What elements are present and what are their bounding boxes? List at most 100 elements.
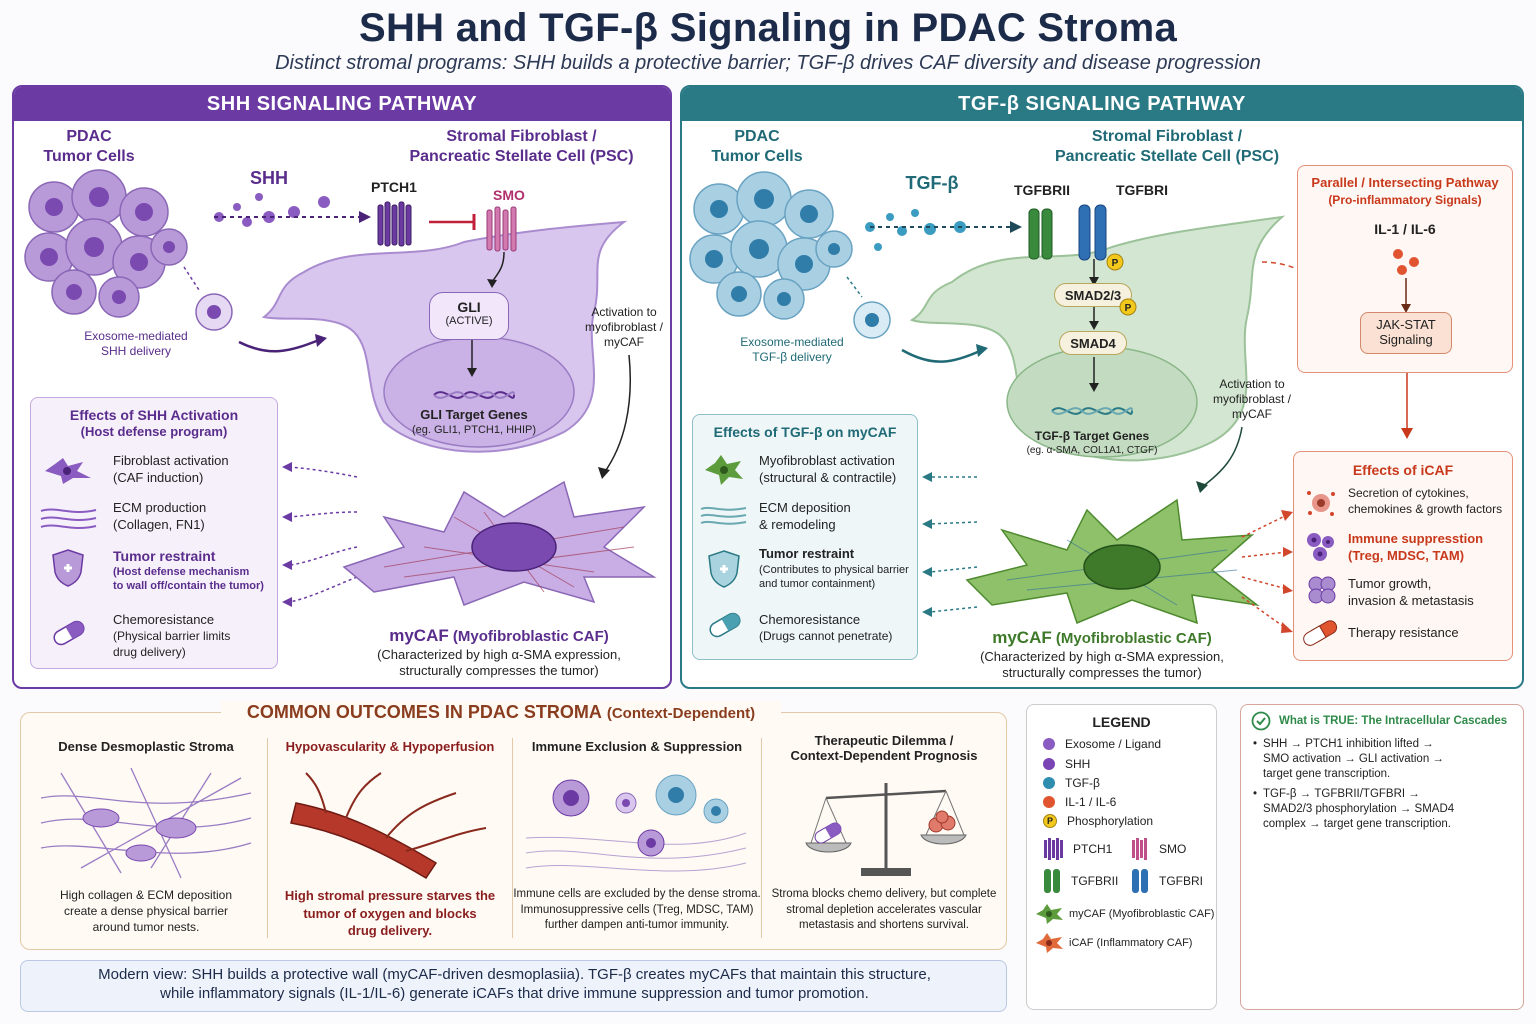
gli-target-genes: GLI Target Genes — [420, 407, 528, 422]
desmoplastic-stroma-illustration — [40, 767, 252, 879]
outcomes-heading-note: (Context-Dependent) — [606, 705, 756, 722]
tgf-mycaf-full: (Myofibroblastic CAF) — [1055, 630, 1212, 647]
shh-panel-heading: SHH SIGNALING PATHWAY — [14, 87, 670, 121]
legend-item-tgf: TGF-β — [1043, 774, 1100, 792]
pill-capsule-icon-tgf — [709, 612, 741, 638]
shh-effects-subtitle: (Host defense program) — [80, 424, 228, 439]
icaf-effect-3: Tumor growth, invasion & metastasis — [1348, 576, 1474, 608]
tgfbri-label: TGFBRI — [1115, 182, 1169, 198]
tgf-dna-icon — [1051, 407, 1133, 415]
truth-bullet-2-text: TGF-β → TGFBRII/TGFBRI → SMAD2/3 phospho… — [1263, 788, 1455, 830]
outcomes-heading-wrap: COMMON OUTCOMES IN PDAC STROMA (Context-… — [221, 701, 781, 724]
balance-scale-illustration — [805, 783, 967, 876]
smad23-node: SMAD2/3 — [1054, 283, 1132, 307]
phospho-dot-icon: P — [1043, 814, 1057, 828]
legend-icaf-label: iCAF (Inflammatory CAF) — [1069, 937, 1193, 949]
icaf-effects-title: Effects of iCAF — [1352, 462, 1454, 478]
tgf-activation-label: Activation to myofibroblast / myCAF — [1212, 377, 1292, 421]
blood-vessel-illustration — [290, 772, 487, 880]
truth-box: What is TRUE: The Intracellular Cascades… — [1240, 704, 1524, 1010]
outcome-1-text: High collagen & ECM deposition create a … — [59, 888, 233, 935]
bullet-2-icon: • — [1253, 788, 1258, 800]
shh-mycaf-cell — [342, 480, 657, 606]
il-ligand-icon — [1393, 249, 1419, 313]
tgf-effect-2-head: ECM deposition — [759, 500, 851, 515]
outcome-2-title: Hypovascularity & Hypoperfusion — [285, 739, 495, 754]
parallel-pathway-box: Parallel / Intersecting Pathway (Pro-inf… — [1297, 165, 1513, 373]
page-subtitle: Distinct stromal programs: SHH builds a … — [275, 52, 1261, 74]
legend-item-phospho: P Phosphorylation — [1043, 812, 1153, 830]
legend-item-shh: SHH — [1043, 755, 1090, 773]
legend-box: LEGEND Exosome / Ligand SHH TGF-β IL-1 /… — [1026, 704, 1217, 1010]
tgf-panel-heading: TGF-β SIGNALING PATHWAY — [682, 87, 1522, 121]
shh-effect-3-head: Tumor restraint — [113, 548, 216, 564]
summary-box: Modern view: SHH builds a protective wal… — [20, 960, 1007, 1012]
shh-exosome-label: Exosome-mediated SHH delivery — [84, 329, 188, 358]
therapy-pill-icon — [1303, 620, 1338, 646]
shh-effect-1-sub: (CAF induction) — [113, 470, 204, 485]
tgfbrii-legend-icon — [1044, 869, 1060, 893]
truth-bullet-2: • TGF-β → TGFBRII/TGFBRI → SMAD2/3 phosp… — [1253, 787, 1454, 832]
shh-dot-icon — [1043, 758, 1055, 770]
shh-dna-icon — [433, 391, 515, 399]
shh-effect-2-head: ECM production — [113, 500, 207, 515]
tgf-mycaf-title: myCAF (Myofibroblastic CAF) — [952, 627, 1252, 649]
shh-effects-box: Effects of SHH Activation (Host defense … — [30, 397, 278, 669]
shh-fibroblast-label: Stromal Fibroblast / Pancreatic Stellate… — [409, 128, 634, 165]
truth-title-row: What is TRUE: The Intracellular Cascades — [1251, 711, 1507, 731]
gli-to-dna-arrow — [467, 340, 477, 377]
cytokine-cell-icon — [1307, 491, 1335, 516]
shh-activation-label: Activation to myofibroblast / myCAF — [584, 305, 664, 349]
outcome-3-text: Immune cells are excluded by the dense s… — [513, 888, 761, 932]
legend-item-tgfbrii: TGFBRII — [1043, 869, 1118, 893]
shh-exosome-icon — [183, 266, 327, 353]
legend-item-ptch1: PTCH1 — [1043, 838, 1113, 860]
gli-node: GLI (ACTIVE) — [429, 292, 509, 340]
tgf-effect-3-sub: (Contributes to physical barrier and tum… — [759, 564, 909, 591]
ptch1-legend-icon — [1044, 838, 1063, 860]
immune-exclusion-illustration — [525, 774, 747, 872]
outcome-divider-2 — [512, 738, 513, 938]
legend-ptch1-label: PTCH1 — [1073, 842, 1113, 856]
shh-tumor-cells — [24, 169, 188, 318]
mycaf-legend-icon — [1036, 904, 1063, 924]
shh-effect-3-sub: (Host defense mechanism to wall off/cont… — [113, 566, 264, 593]
shh-effect-4-sub: (Physical barrier limits drug delivery) — [113, 629, 231, 659]
smo-to-gli-arrow — [487, 251, 505, 288]
outcome-4-title: Therapeutic Dilemma / Context-Dependent … — [790, 733, 978, 763]
ecm-fibers-icon — [40, 508, 97, 529]
ptch1-label: PTCH1 — [371, 179, 417, 195]
tgf-mycaf-cell — [965, 498, 1260, 625]
phospho-icon-2-wrap: P — [1119, 298, 1137, 316]
shh-mycaf-desc: (Characterized by high α-SMA expression,… — [377, 647, 621, 679]
tgf-effect-2-sub: & remodeling — [759, 517, 836, 532]
legend-item-mycaf: myCAF (Myofibroblastic CAF) — [1035, 904, 1214, 924]
outcome-divider-3 — [761, 738, 762, 938]
outcome-1-title: Dense Desmoplastic Stroma — [58, 739, 234, 754]
legend-item-il: IL-1 / IL-6 — [1043, 793, 1116, 811]
summary-text: Modern view: SHH builds a protective wal… — [98, 966, 931, 1002]
legend-item-smo: SMO — [1131, 838, 1186, 860]
icaf-legend-icon — [1036, 933, 1063, 953]
truth-bullet-1: • SHH → PTCH1 inhibition lifted → SMO ac… — [1253, 737, 1444, 782]
jak-to-icaf-arrow — [1401, 373, 1413, 439]
shh-effect-2-sub: (Collagen, FN1) — [113, 517, 205, 532]
page-title: SHH and TGF-β Signaling in PDAC Stroma — [358, 6, 1178, 50]
parallel-subtitle: (Pro-inflammatory Signals) — [1328, 193, 1482, 207]
tgf-effect-4-sub: (Drugs cannot penetrate) — [759, 629, 893, 643]
outcomes-heading: COMMON OUTCOMES IN PDAC STROMA — [246, 702, 602, 722]
tgf-ligand-arrow — [865, 209, 1022, 251]
icaf-effects-arrows — [1241, 510, 1293, 633]
smo-legend-icon — [1132, 838, 1147, 860]
receptor-to-smad-arrow — [1089, 259, 1099, 286]
smo-label: SMO — [493, 187, 525, 203]
tgf-mycaf-name: myCAF — [992, 628, 1052, 647]
tgfbrii-label: TGFBRII — [1014, 182, 1070, 198]
legend-title: LEGEND — [1092, 714, 1151, 730]
tgf-effects-title: Effects of TGF-β on myCAF — [713, 424, 897, 440]
shh-panel: SHH SIGNALING PATHWAY PDAC Tumor Cells S… — [12, 85, 672, 689]
check-circle-icon — [1251, 711, 1271, 731]
tgf-panel: TGF-β SIGNALING PATHWAY PDAC Tumor Cells… — [680, 85, 1524, 689]
il-dot-icon — [1043, 796, 1055, 808]
tgf-effects-arrows — [922, 472, 978, 617]
